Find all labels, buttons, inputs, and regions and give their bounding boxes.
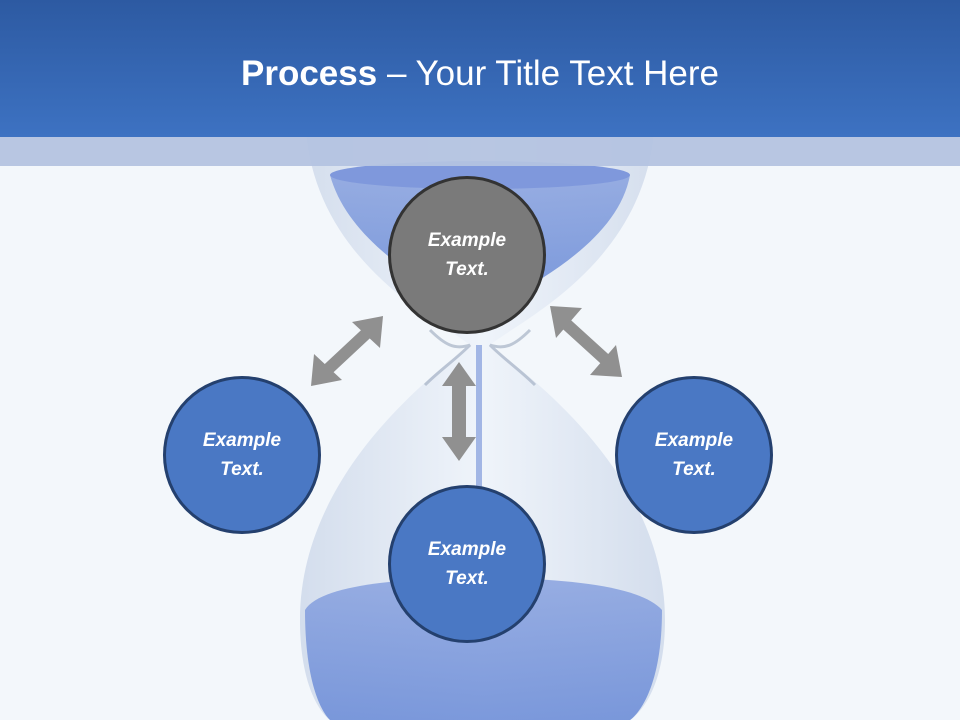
title-banner [0,0,960,137]
node-bottom[interactable]: Example Text. [388,485,546,643]
title-bold: Process [241,54,378,93]
node-bottom-text: Example Text. [427,539,507,589]
node-right-text: Example Text. [654,430,734,480]
node-right[interactable]: Example Text. [615,376,773,534]
node-top[interactable]: Example Text. [388,176,546,334]
node-left-text: Example Text. [202,430,282,480]
node-left[interactable]: Example Text. [163,376,321,534]
title-rest: – Your Title Text Here [377,54,719,93]
node-top-text: Example Text. [427,230,507,280]
subtitle-band [0,137,960,166]
slide-title: Process – Your Title Text Here [0,52,960,96]
